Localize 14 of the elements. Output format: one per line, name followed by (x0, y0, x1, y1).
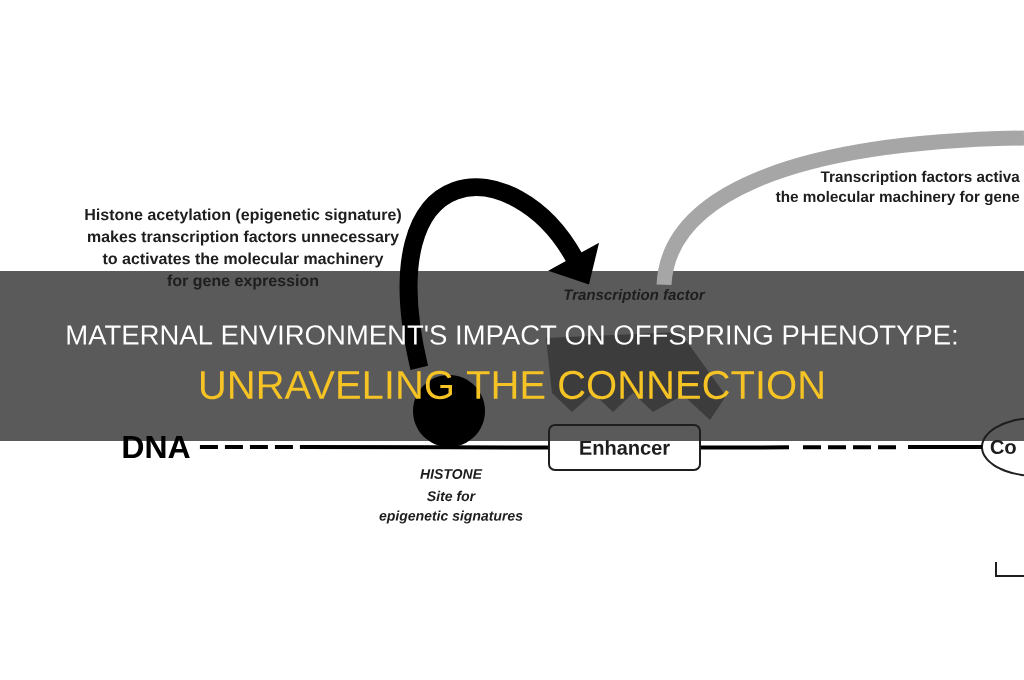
curved-arrow (399, 178, 600, 370)
curved-band (656, 130, 1024, 286)
strand-label: DNA (123, 436, 190, 458)
title: MATERNAL ENVIRONMENT'S IMPACT ON OFFSPRING PHENOTYPE: (67, 325, 957, 345)
dna-line (199, 445, 449, 450)
dna-line (449, 445, 548, 450)
annotation: Transcription factors activa the molecular machinery for gene (775, 170, 1020, 206)
rounded-box: Enhancer (548, 424, 701, 471)
node-label: epigenetic signatures (379, 510, 523, 524)
node-label: Transcription factor (564, 289, 706, 303)
node-label: Site for (427, 490, 476, 502)
dna-line (701, 445, 982, 450)
node-label: HISTONE (420, 469, 483, 479)
annotation: Histone acetylation (epigenetic signature) makes transcription factors unnecessary to activates the molecular machinery for gene expression (85, 208, 401, 290)
